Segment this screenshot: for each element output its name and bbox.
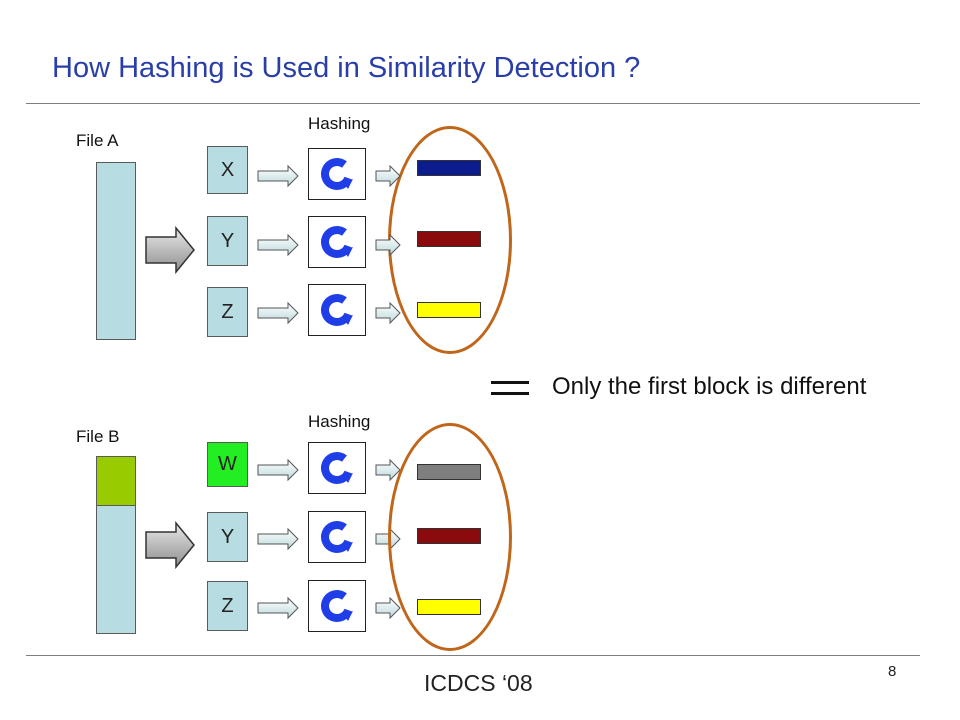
hashing-label-top: Hashing [308, 114, 371, 133]
block-w: W [207, 442, 248, 487]
hash-function-box [308, 580, 366, 632]
hash-function-box [308, 442, 366, 494]
right-arrow-icon [257, 233, 299, 257]
hash-function-box [308, 216, 366, 268]
footer-divider [26, 655, 920, 656]
hash-set-oval-bottom [388, 423, 512, 651]
circular-arrow-icon [321, 590, 353, 622]
right-arrow-icon [257, 596, 299, 620]
circular-arrow-icon [321, 226, 353, 258]
page-number: 8 [888, 663, 897, 680]
right-arrow-icon [375, 301, 401, 325]
file-a-bar [96, 162, 136, 340]
hash-function-box [308, 511, 366, 563]
hash-set-oval-top [388, 126, 512, 354]
right-arrow-icon [145, 520, 195, 570]
block-y-top: Y [207, 216, 248, 266]
circular-arrow-icon [321, 452, 353, 484]
right-arrow-icon [257, 164, 299, 188]
file-a-label: File A [76, 131, 119, 150]
footer-venue: ICDCS ‘08 [424, 670, 533, 696]
block-y-bottom: Y [207, 512, 248, 562]
equals-sign-icon [491, 381, 529, 395]
title-divider [26, 103, 920, 104]
right-arrow-icon [257, 301, 299, 325]
comparison-note: Only the first block is different [552, 373, 867, 400]
file-b-label: File B [76, 427, 120, 446]
hash-function-box [308, 148, 366, 200]
block-z-bottom: Z [207, 581, 248, 631]
file-b-changed-segment [96, 456, 136, 506]
right-arrow-icon [257, 527, 299, 551]
right-arrow-icon [375, 596, 401, 620]
circular-arrow-icon [321, 521, 353, 553]
right-arrow-icon [145, 225, 195, 275]
block-x: X [207, 146, 248, 194]
circular-arrow-icon [321, 294, 353, 326]
hash-function-box [308, 284, 366, 336]
block-z-top: Z [207, 287, 248, 337]
right-arrow-icon [257, 458, 299, 482]
hashing-label-bottom: Hashing [308, 412, 371, 431]
circular-arrow-icon [321, 158, 353, 190]
slide-title: How Hashing is Used in Similarity Detect… [52, 52, 641, 84]
